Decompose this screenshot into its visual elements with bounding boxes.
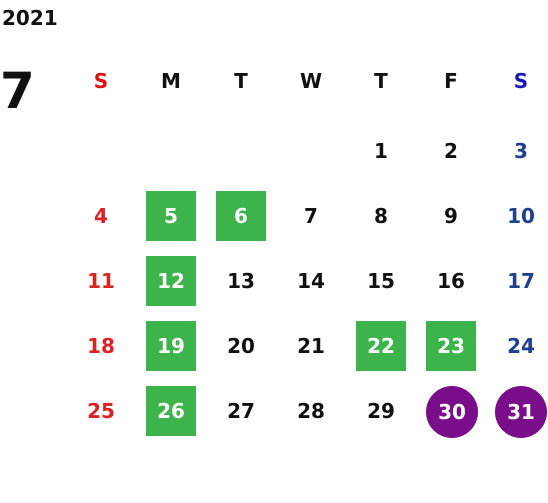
day-cell[interactable]: 4 bbox=[94, 204, 108, 228]
weekday-friday: F bbox=[444, 69, 458, 93]
day-cell[interactable]: 20 bbox=[227, 334, 255, 358]
day-cell[interactable]: 11 bbox=[87, 269, 115, 293]
day-cell[interactable]: 16 bbox=[437, 269, 465, 293]
month-label: 7 bbox=[0, 62, 35, 120]
day-cell[interactable]: 15 bbox=[367, 269, 395, 293]
day-cell[interactable]: 3 bbox=[514, 139, 528, 163]
weekday-monday: M bbox=[161, 69, 181, 93]
day-cell-highlighted[interactable]: 5 bbox=[146, 191, 196, 241]
day-cell-highlighted[interactable]: 23 bbox=[426, 321, 476, 371]
weekday-wednesday: W bbox=[299, 69, 323, 93]
day-cell-circled[interactable]: 30 bbox=[426, 386, 478, 438]
day-cell[interactable]: 8 bbox=[374, 204, 388, 228]
day-cell[interactable]: 9 bbox=[444, 204, 458, 228]
day-cell[interactable]: 13 bbox=[227, 269, 255, 293]
weekday-sunday: S bbox=[93, 69, 109, 93]
day-cell-circled[interactable]: 31 bbox=[495, 386, 547, 438]
day-cell-highlighted[interactable]: 12 bbox=[146, 256, 196, 306]
day-cell[interactable]: 17 bbox=[507, 269, 535, 293]
weekday-thursday: T bbox=[374, 69, 388, 93]
day-cell[interactable]: 18 bbox=[87, 334, 115, 358]
day-cell-highlighted[interactable]: 26 bbox=[146, 386, 196, 436]
day-cell-highlighted[interactable]: 22 bbox=[356, 321, 406, 371]
weekday-tuesday: T bbox=[234, 69, 248, 93]
weekday-saturday: S bbox=[513, 69, 529, 93]
day-cell[interactable]: 25 bbox=[87, 399, 115, 423]
day-cell[interactable]: 24 bbox=[507, 334, 535, 358]
day-cell-highlighted[interactable]: 6 bbox=[216, 191, 266, 241]
day-cell[interactable]: 27 bbox=[227, 399, 255, 423]
day-cell[interactable]: 1 bbox=[374, 139, 388, 163]
day-cell[interactable]: 2 bbox=[444, 139, 458, 163]
day-cell-highlighted[interactable]: 19 bbox=[146, 321, 196, 371]
day-cell[interactable]: 14 bbox=[297, 269, 325, 293]
day-cell[interactable]: 10 bbox=[507, 204, 535, 228]
year-label: 2021 bbox=[2, 6, 58, 30]
day-cell[interactable]: 21 bbox=[297, 334, 325, 358]
day-cell[interactable]: 7 bbox=[304, 204, 318, 228]
day-cell[interactable]: 28 bbox=[297, 399, 325, 423]
day-cell[interactable]: 29 bbox=[367, 399, 395, 423]
